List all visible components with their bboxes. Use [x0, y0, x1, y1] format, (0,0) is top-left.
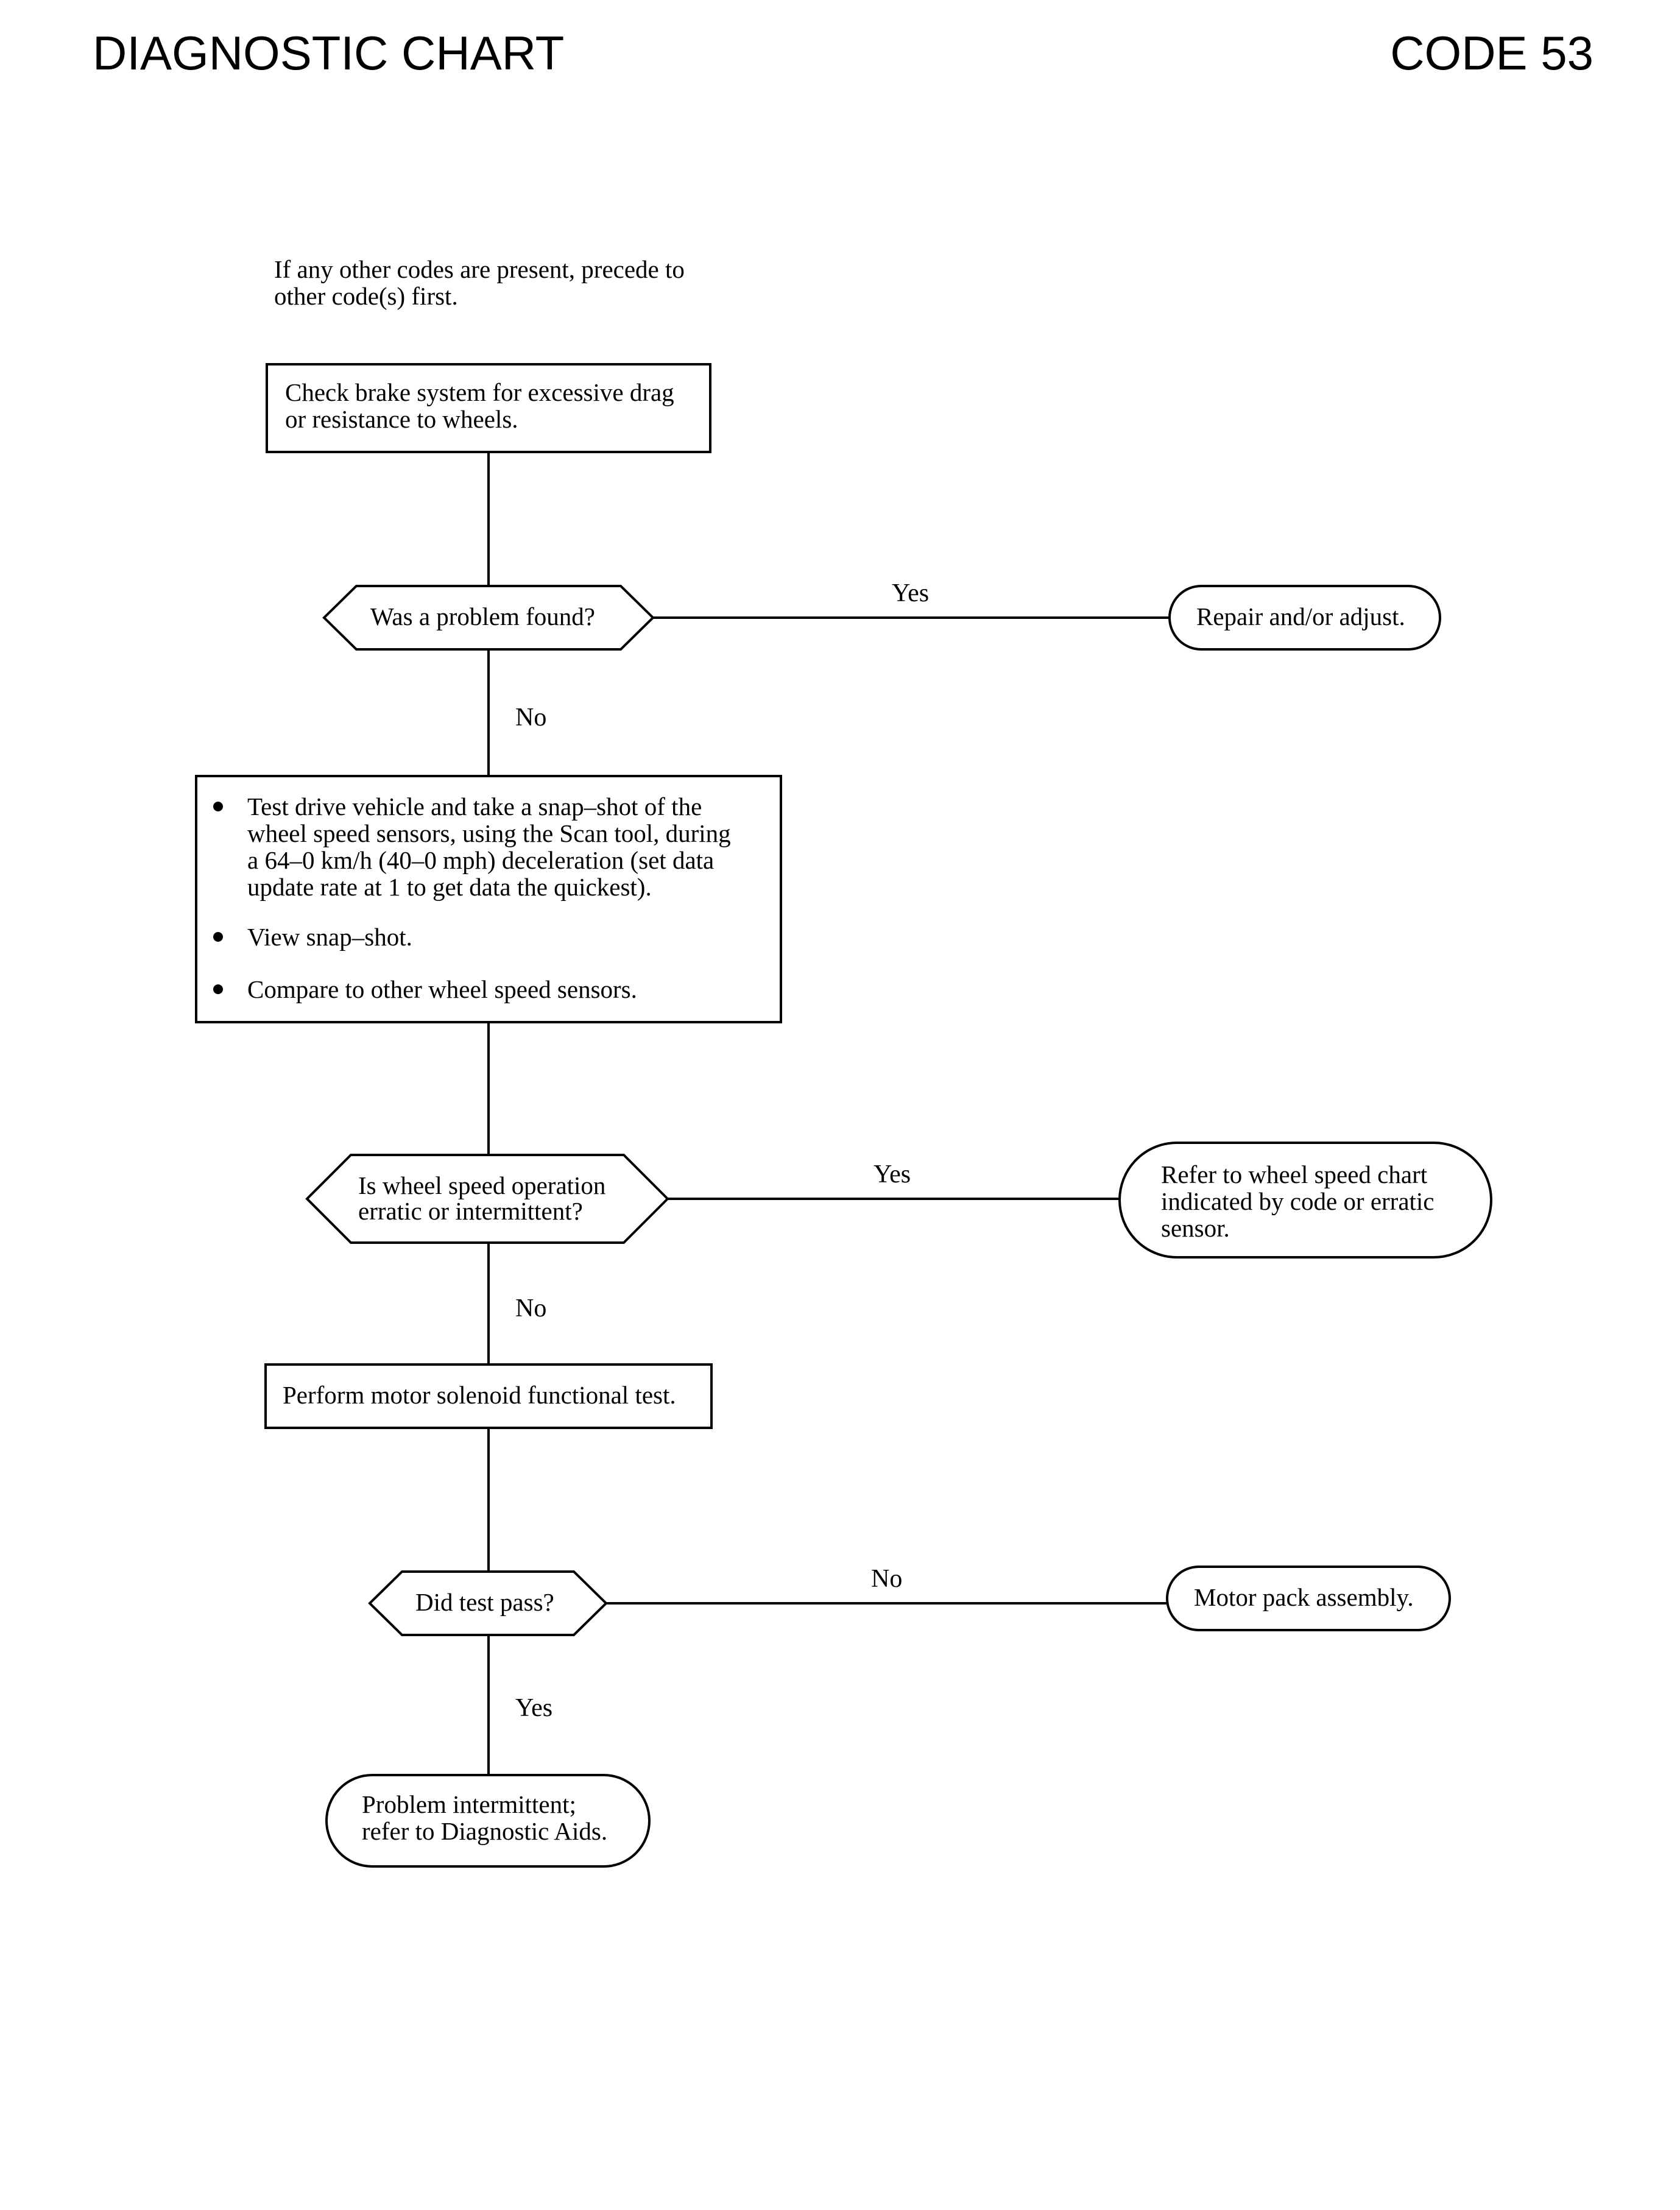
decision1-text: Was a problem found?: [370, 602, 595, 630]
decision1-no-label: No: [515, 704, 547, 732]
decision3-shape: [368, 1570, 608, 1636]
repair-terminal: [1168, 585, 1441, 651]
bullet-3: [213, 984, 223, 994]
final-terminal: [325, 1774, 651, 1868]
bullet-2: [213, 932, 223, 942]
motorpack-terminal: [1166, 1566, 1451, 1631]
decision2-shape: [305, 1154, 669, 1244]
step2-bullet1-line-3: a 64–0 km/h (40–0 mph) deceleration (set…: [247, 846, 715, 874]
step3-box: [264, 1363, 713, 1429]
final-line-1: Problem intermittent;: [362, 1790, 576, 1818]
decision1-yes-label: Yes: [892, 579, 930, 607]
intro-line-1: If any other codes are present, precede …: [274, 255, 685, 283]
step2-bullet3: Compare to other wheel speed sensors.: [247, 975, 637, 1003]
intro-line-2: other code(s) first.: [274, 282, 458, 310]
refer-line-2: indicated by code or erratic: [1161, 1187, 1435, 1215]
code-number: CODE 53: [1390, 26, 1594, 80]
step2-bullet1-line-1: Test drive vehicle and take a snap–shot …: [247, 793, 702, 821]
decision3-text: Did test pass?: [415, 1588, 554, 1616]
step2-bullet1-line-4: update rate at 1 to get data the quickes…: [247, 873, 652, 901]
refer-line-1: Refer to wheel speed chart: [1161, 1160, 1428, 1188]
decision2-yes-label: Yes: [874, 1160, 911, 1188]
refer-line-3: sensor.: [1161, 1214, 1230, 1242]
decision1-shape: [322, 585, 655, 651]
decision2-line-2: erratic or intermittent?: [358, 1197, 583, 1225]
step1-box: [266, 363, 711, 453]
final-line-2: refer to Diagnostic Aids.: [362, 1817, 608, 1845]
repair-text: Repair and/or adjust.: [1196, 602, 1405, 630]
step1-line-2: or resistance to wheels.: [285, 405, 518, 433]
decision3-no-label: No: [871, 1565, 903, 1593]
bullet-1: [213, 802, 223, 811]
decision3-yes-label: Yes: [515, 1694, 553, 1722]
decision2-no-label: No: [515, 1294, 547, 1322]
decision2-line-1: Is wheel speed operation: [358, 1171, 606, 1199]
step1-line-1: Check brake system for excessive drag: [285, 378, 674, 406]
step2-box: [195, 775, 782, 1023]
page-title: DIAGNOSTIC CHART: [93, 26, 565, 80]
step3-text: Perform motor solenoid functional test.: [283, 1381, 676, 1409]
step2-bullet1-line-2: wheel speed sensors, using the Scan tool…: [247, 819, 731, 847]
motorpack-text: Motor pack assembly.: [1194, 1583, 1414, 1611]
step2-bullet2: View snap–shot.: [247, 923, 412, 951]
refer-terminal: [1118, 1142, 1492, 1259]
